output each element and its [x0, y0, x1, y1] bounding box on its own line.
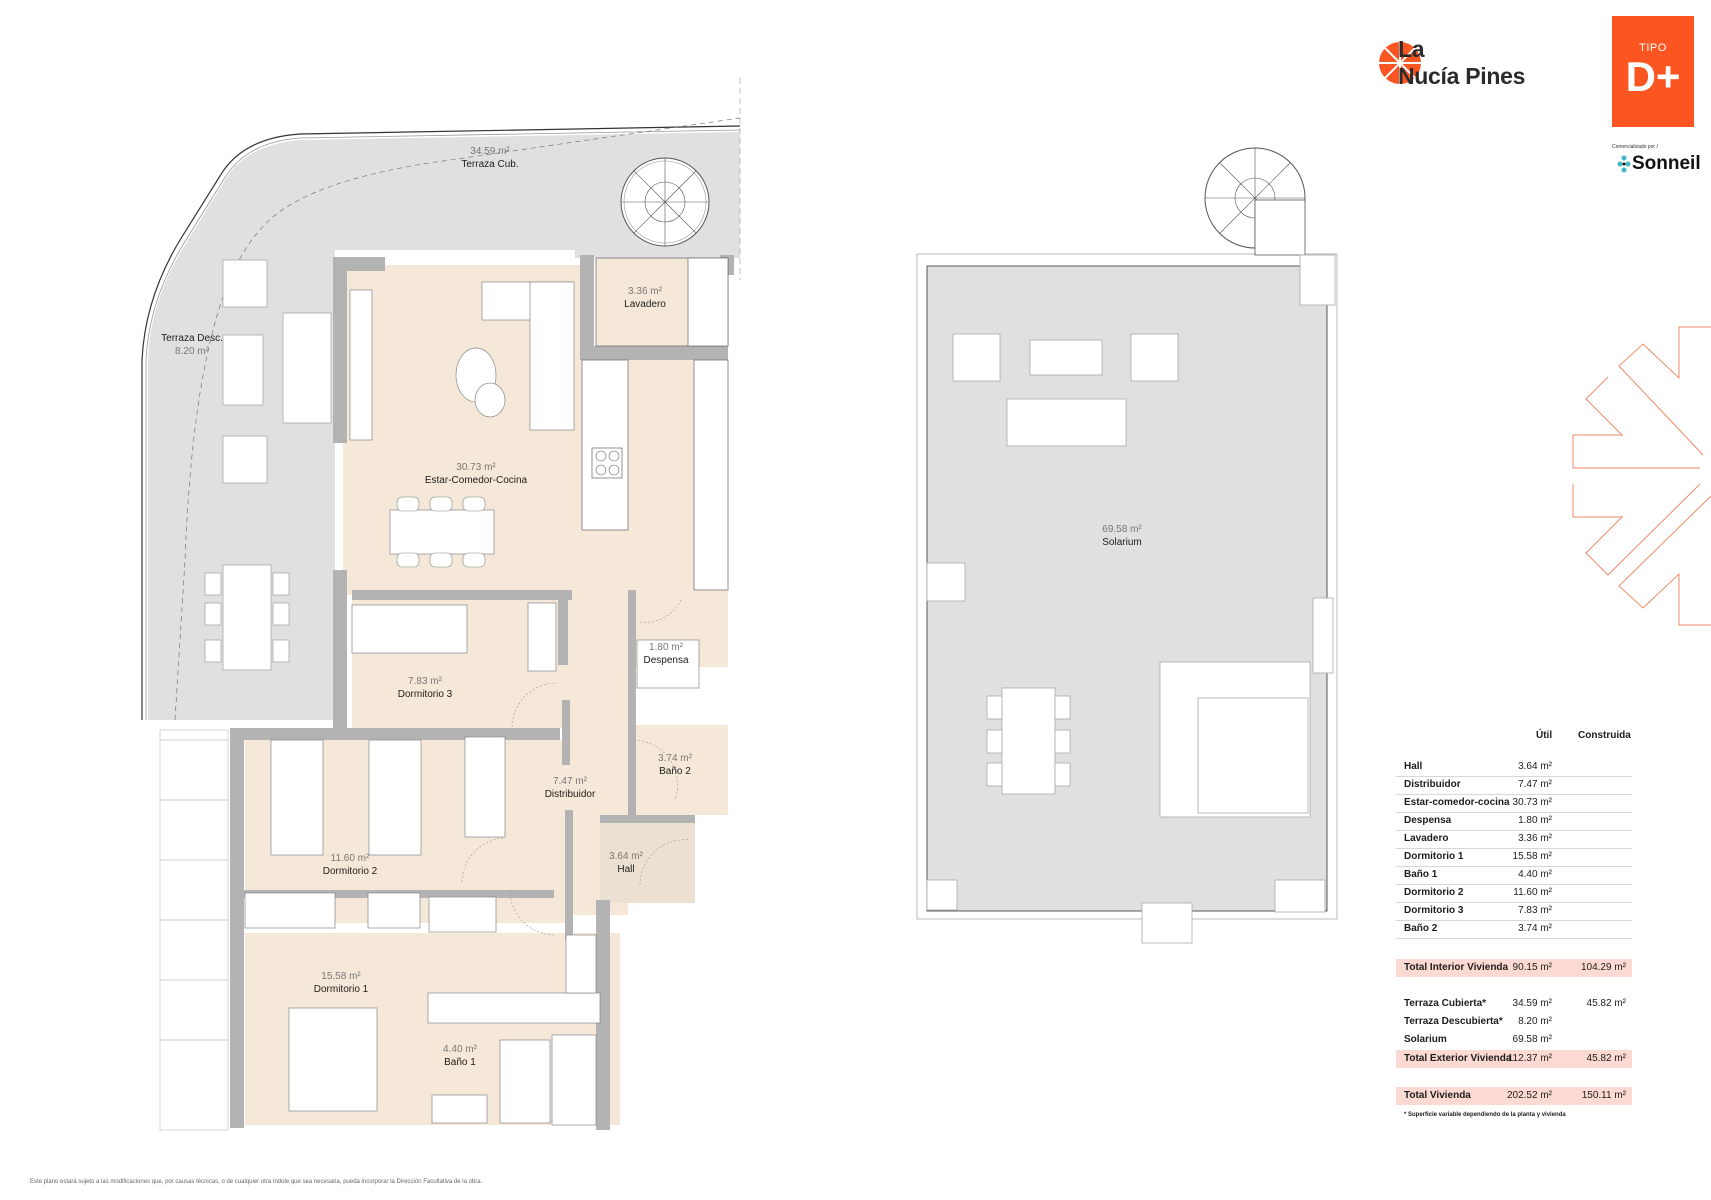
room-label-dormitorio-1: 15.58 m² Dormitorio 1	[313, 971, 369, 995]
room-label-dormitorio-3: 7.83 m² Dormitorio 3	[397, 676, 453, 700]
spiral-stair-roof-icon	[1204, 147, 1306, 256]
footnote: * Superficie variable dependiendo de la …	[1404, 1112, 1566, 1118]
marketer-name: Sonneil	[1632, 153, 1701, 174]
spiral-stair-icon	[620, 157, 710, 247]
brand-starburst-icon	[1379, 42, 1421, 84]
room-label-terraza-cub: 34.59 m² Terraza Cub.	[461, 146, 519, 170]
room-label-dormitorio-2: 11.60 m² Dormitorio 2	[322, 853, 378, 877]
col-header-util: Útil	[1536, 730, 1553, 741]
room-label-bano-1: 4.40 m² Baño 1	[443, 1044, 477, 1068]
room-label-terraza-desc: Terraza Desc. 8.20 m²	[161, 333, 223, 357]
col-header-construida: Construida	[1578, 730, 1631, 741]
room-label-solarium: 69.58 m² Solarium	[1102, 524, 1142, 548]
logo-outline-decoration	[1572, 326, 1711, 626]
room-label-bano-2: 3.74 m² Baño 2	[658, 753, 692, 777]
room-label-lavadero: 3.36 m² Lavadero	[624, 286, 666, 310]
sonneil-flower-icon	[1617, 155, 1631, 173]
room-label-hall: 3.64 m² Hall	[609, 851, 643, 875]
room-label-despensa: 1.80 m² Despensa	[643, 642, 689, 666]
disclaimer: Este plano estará sujeto a las modificac…	[30, 1179, 483, 1185]
marketed-by-label: Comercializado por /	[1612, 144, 1658, 150]
roof-floor-plan	[916, 147, 1338, 944]
type-badge: TIPO D+	[1612, 16, 1694, 127]
room-label-distribuidor: 7.47 m² Distribuidor	[544, 776, 596, 800]
brand-name: La Nucía Pines	[1398, 36, 1526, 89]
room-label-estar: 30.73 m² Estar-Comedor-Cocina	[424, 462, 528, 486]
table-row: Terraza Descubierta*8.20 m²	[1404, 1016, 1552, 1027]
